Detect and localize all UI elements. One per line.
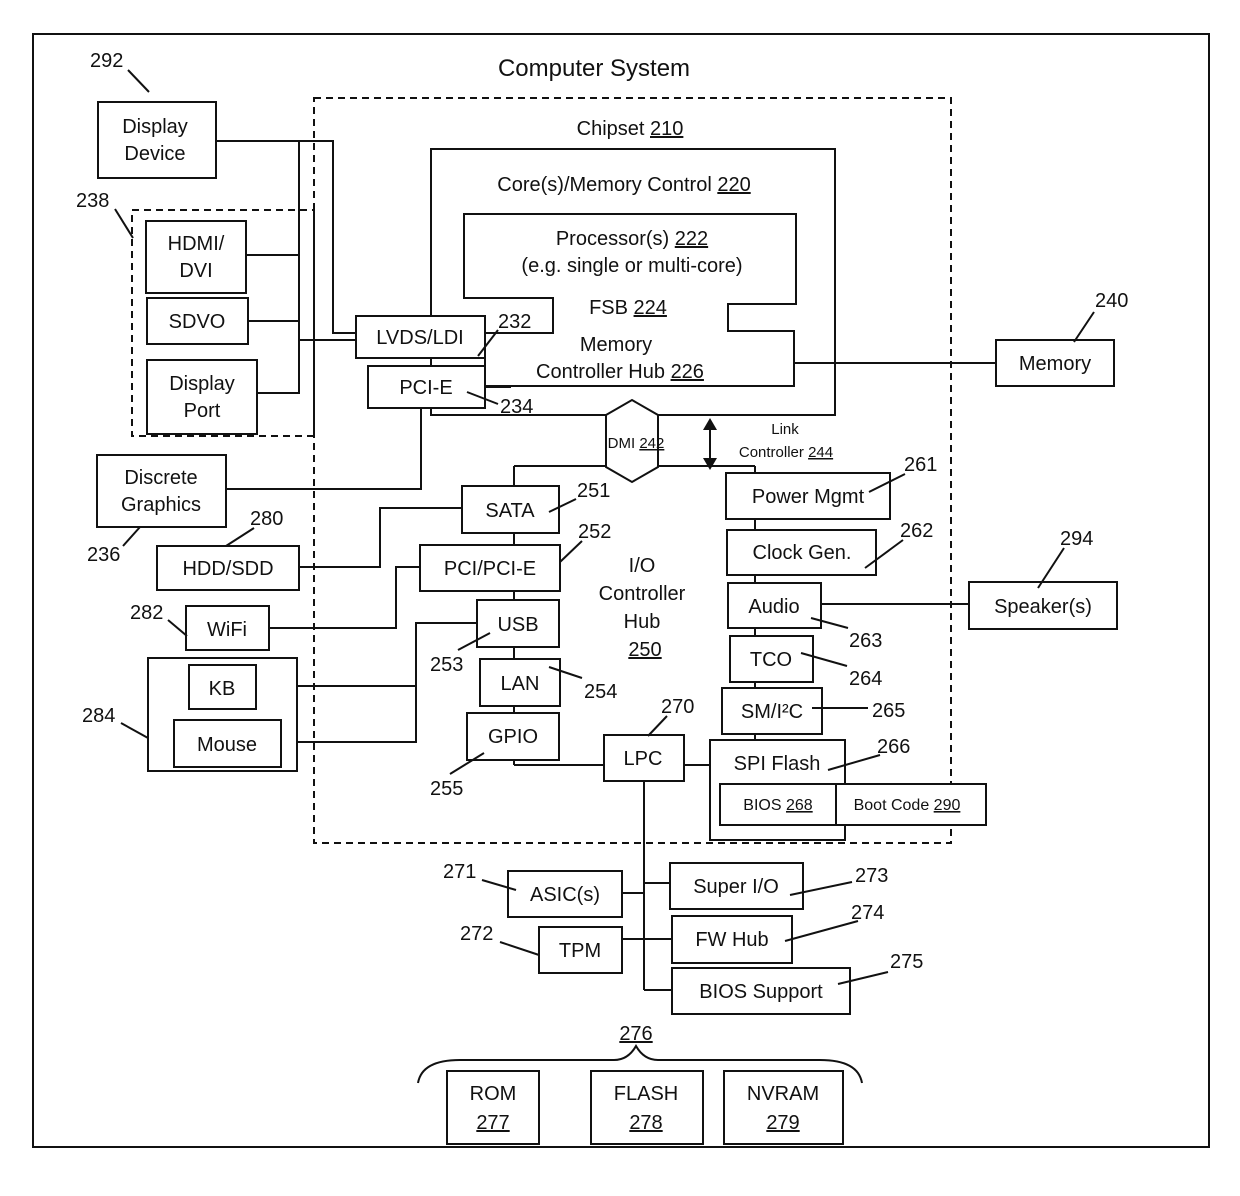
mouse-label: Mouse [197, 734, 257, 756]
link-controller-label-2: Controller 244 [739, 444, 833, 461]
core-memory-control-label: Core(s)/Memory Control 220 [497, 174, 750, 196]
ref-273: 273 [855, 865, 888, 887]
sm-i2c-label: SM/I²C [741, 701, 803, 723]
rom-label: ROM [470, 1083, 517, 1105]
display-port-box [147, 360, 257, 434]
usb-label: USB [497, 614, 538, 636]
pci-pcie-label: PCI/PCI-E [444, 558, 536, 580]
sata-label: SATA [485, 500, 535, 522]
flash-ref: 278 [629, 1112, 662, 1134]
hdd-sdd-label: HDD/SDD [182, 558, 273, 580]
kb-label: KB [209, 678, 236, 700]
memory-controller-hub-label-2: Controller Hub 226 [536, 361, 704, 383]
ref-294: 294 [1060, 528, 1093, 550]
ref-254: 254 [584, 681, 617, 703]
ref-275: 275 [890, 951, 923, 973]
fsb-label: FSB 224 [589, 297, 667, 319]
hdmi-dvi-box [146, 221, 246, 293]
ref-276: 276 [619, 1023, 652, 1045]
ref-234: 234 [500, 396, 533, 418]
hdmi-dvi-label-1: HDMI/ [168, 233, 225, 255]
ref-284: 284 [82, 705, 115, 727]
chipset-label: Chipset 210 [577, 118, 684, 140]
nvram-label: NVRAM [747, 1083, 819, 1105]
ich-label-1: I/O [629, 555, 656, 577]
bios-support-label: BIOS Support [699, 981, 823, 1003]
ref-252: 252 [578, 521, 611, 543]
gpio-label: GPIO [488, 726, 538, 748]
audio-label: Audio [748, 596, 799, 618]
lvds-ldi-label: LVDS/LDI [376, 327, 463, 349]
boot-code-label: Boot Code 290 [854, 797, 961, 814]
discrete-graphics-label-2: Graphics [121, 494, 201, 516]
sdvo-label: SDVO [169, 311, 226, 333]
memory-controller-hub-label-1: Memory [580, 334, 652, 356]
rom-ref: 277 [476, 1112, 509, 1134]
flash-label: FLASH [614, 1083, 678, 1105]
ref-264: 264 [849, 668, 882, 690]
display-port-label-1: Display [169, 373, 235, 395]
ref-282: 282 [130, 602, 163, 624]
ich-label-3: Hub [624, 611, 661, 633]
ref-261: 261 [904, 454, 937, 476]
ref-232: 232 [498, 311, 531, 333]
clock-gen-label: Clock Gen. [753, 542, 852, 564]
spi-flash-label: SPI Flash [734, 753, 821, 775]
power-mgmt-label: Power Mgmt [752, 486, 865, 508]
lan-label: LAN [501, 673, 540, 695]
memory-label: Memory [1019, 353, 1091, 375]
wifi-label: WiFi [207, 619, 247, 641]
ref-236: 236 [87, 544, 120, 566]
processor-subtitle: (e.g. single or multi-core) [521, 255, 742, 277]
discrete-graphics-box [97, 455, 226, 527]
ref-272: 272 [460, 923, 493, 945]
fw-hub-label: FW Hub [695, 929, 768, 951]
ref-253: 253 [430, 654, 463, 676]
display-port-label-2: Port [184, 400, 221, 422]
bios-label: BIOS 268 [743, 797, 812, 814]
ich-ref: 250 [628, 639, 661, 661]
ich-label-2: Controller [599, 583, 686, 605]
ref-271: 271 [443, 861, 476, 883]
processor-label: Processor(s) 222 [556, 228, 708, 250]
ref-238: 238 [76, 190, 109, 212]
super-io-label: Super I/O [693, 876, 779, 898]
discrete-graphics-label-1: Discrete [124, 467, 197, 489]
diagram-title: Computer System [498, 55, 690, 82]
ref-262: 262 [900, 520, 933, 542]
ref-265: 265 [872, 700, 905, 722]
display-device-label-1: Display [122, 116, 188, 138]
pci-e-label: PCI-E [399, 377, 452, 399]
display-device-label-2: Device [124, 143, 185, 165]
ref-255: 255 [430, 778, 463, 800]
tco-label: TCO [750, 649, 792, 671]
ref-292: 292 [90, 50, 123, 72]
ref-280: 280 [250, 508, 283, 530]
nvram-ref: 279 [766, 1112, 799, 1134]
tpm-label: TPM [559, 940, 601, 962]
ref-266: 266 [877, 736, 910, 758]
speakers-label: Speaker(s) [994, 596, 1092, 618]
display-device-box [98, 102, 216, 178]
dmi-label: DMI 242 [608, 435, 665, 452]
ref-270: 270 [661, 696, 694, 718]
link-controller-label-1: Link [771, 421, 799, 438]
hdmi-dvi-label-2: DVI [179, 260, 212, 282]
ref-263: 263 [849, 630, 882, 652]
lpc-label: LPC [624, 748, 663, 770]
asic-label: ASIC(s) [530, 884, 600, 906]
ref-251: 251 [577, 480, 610, 502]
ref-240: 240 [1095, 290, 1128, 312]
